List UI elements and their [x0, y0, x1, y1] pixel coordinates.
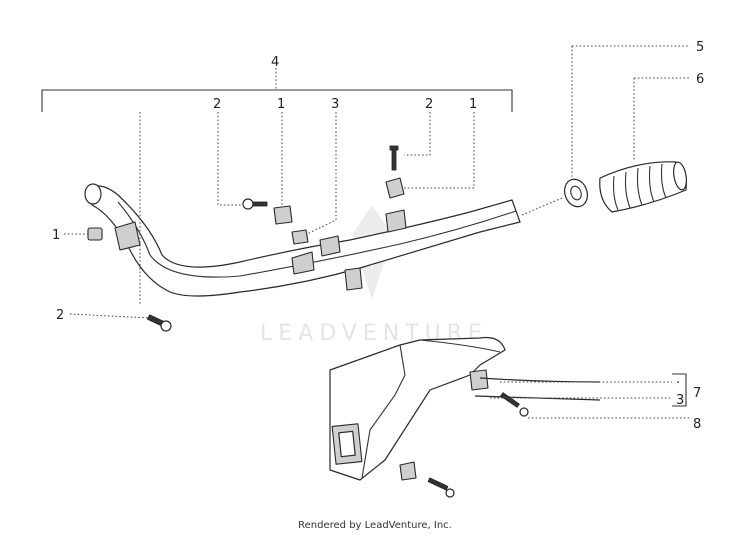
right-fasteners: 2 1 [385, 97, 477, 199]
callout-2-right: 2 [425, 97, 433, 112]
callout-7: 7 [693, 386, 701, 401]
callout-2-upper: 2 [213, 97, 221, 112]
callout-7-marker: · [676, 376, 680, 391]
callout-3-lower: 3 [676, 393, 684, 408]
lower-callouts: 7 · 3 8 [490, 373, 701, 432]
callout-3-upper: 3 [331, 97, 339, 112]
bolt-lower-left: 2 [56, 112, 172, 332]
callout-1-upper: 1 [277, 97, 285, 112]
lower-manifold [329, 336, 601, 498]
clamp-left: 1 [52, 227, 103, 243]
footer-credit: Rendered by LeadVenture, Inc. [298, 520, 452, 531]
callout-6: 6 [696, 72, 704, 87]
callout-4: 4 [271, 55, 279, 70]
callout-2-lower-left: 2 [56, 308, 64, 323]
callout-1-right: 1 [469, 97, 477, 112]
upper-fasteners: 2 1 3 [213, 97, 339, 245]
callout-4-bracket: 4 [41, 55, 513, 112]
gasket-and-boot: 5 6 [521, 40, 704, 216]
callout-5: 5 [696, 40, 704, 55]
callout-1-left: 1 [52, 228, 60, 243]
callout-8: 8 [693, 417, 701, 432]
